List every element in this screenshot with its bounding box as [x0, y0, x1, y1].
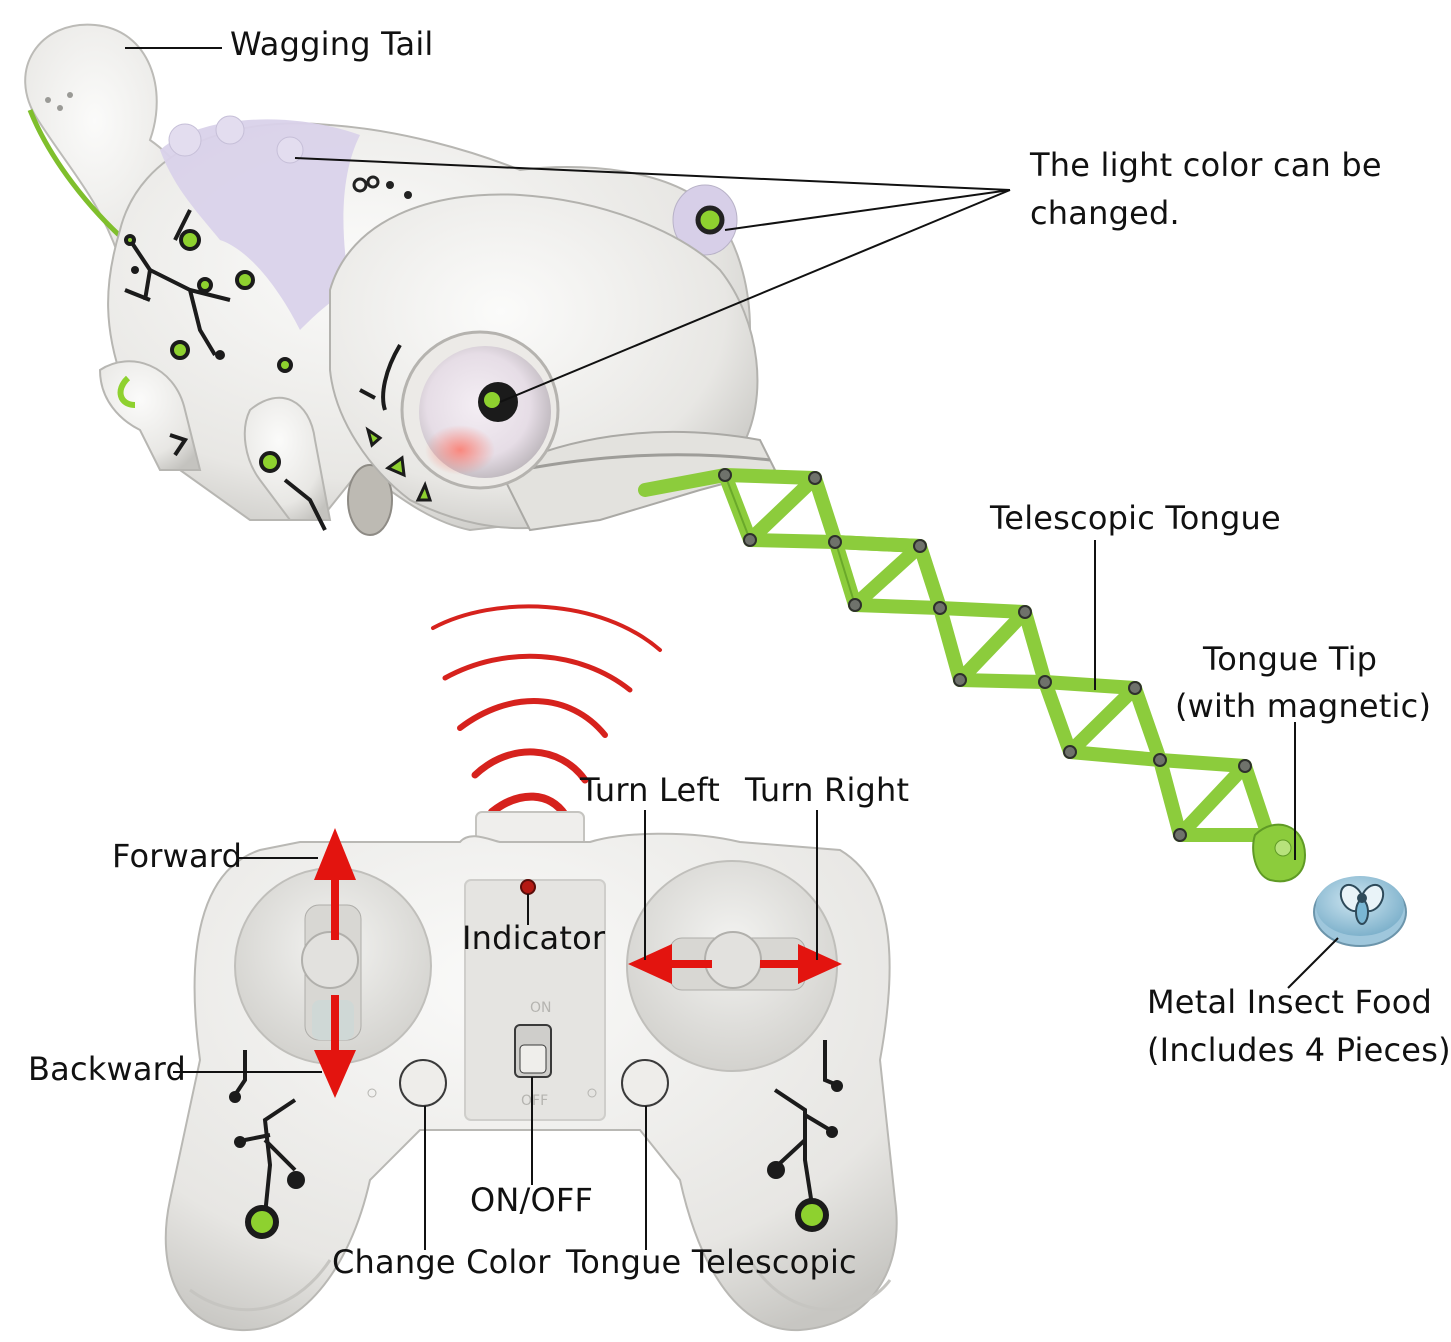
label-wagging-tail: Wagging Tail	[230, 25, 434, 63]
label-telescopic-tongue: Telescopic Tongue	[990, 499, 1281, 537]
turn-right-arrow-icon	[760, 944, 842, 984]
chameleon-robot	[24, 23, 777, 536]
tongue-telescopic-button	[621, 1059, 669, 1107]
change-color-button	[399, 1059, 447, 1107]
label-light-color-line1: The light color can be	[1030, 146, 1382, 184]
label-metal-food-line1: Metal Insect Food	[1147, 983, 1433, 1021]
insect-icon	[1339, 883, 1385, 925]
left-joystick	[301, 931, 359, 989]
chameleon-back-crest	[160, 119, 360, 330]
body-circuit-nodes	[124, 229, 293, 373]
label-tongue-tip-line1: Tongue Tip	[1203, 640, 1378, 678]
label-change-color: Change Color	[332, 1243, 551, 1281]
tongue-rivets	[718, 468, 1275, 842]
remote-circuit-left	[233, 1050, 297, 1216]
remote-node-left	[245, 1205, 279, 1239]
telescopic-tongue	[638, 468, 1307, 883]
radio-signal-waves	[431, 604, 662, 819]
label-indicator: Indicator	[462, 919, 606, 957]
label-backward: Backward	[28, 1050, 186, 1088]
label-turn-left: Turn Left	[580, 771, 721, 809]
label-tongue-tip-line2: (with magnetic)	[1175, 687, 1432, 725]
remote-node-right	[795, 1198, 829, 1232]
turn-left-arrow-icon	[628, 944, 712, 984]
label-on-off: ON/OFF	[470, 1181, 594, 1219]
direction-arrows	[314, 828, 842, 1098]
chameleon-wheel	[347, 464, 393, 536]
label-forward: Forward	[112, 837, 243, 875]
switch-on-mark: ON	[530, 1000, 552, 1016]
chameleon-back-leg	[243, 396, 332, 521]
indicator-led	[520, 879, 536, 895]
label-light-color-line2: changed.	[1030, 194, 1180, 232]
remote-center-panel	[464, 879, 606, 1121]
forward-arrow-icon	[314, 828, 356, 940]
backward-arrow-icon	[314, 995, 356, 1098]
right-joystick	[704, 931, 762, 989]
chameleon-front-leg	[98, 360, 202, 471]
leader-lines	[125, 47, 1339, 1250]
label-metal-food-line2: (Includes 4 Pieces)	[1147, 1031, 1451, 1069]
switch-off-mark: OFF	[521, 1093, 548, 1109]
body-circuit-pattern	[124, 209, 231, 357]
label-tongue-telescopic: Tongue Telescopic	[566, 1243, 857, 1281]
label-turn-right: Turn Right	[745, 771, 910, 809]
metal-insect-food	[1313, 876, 1407, 947]
